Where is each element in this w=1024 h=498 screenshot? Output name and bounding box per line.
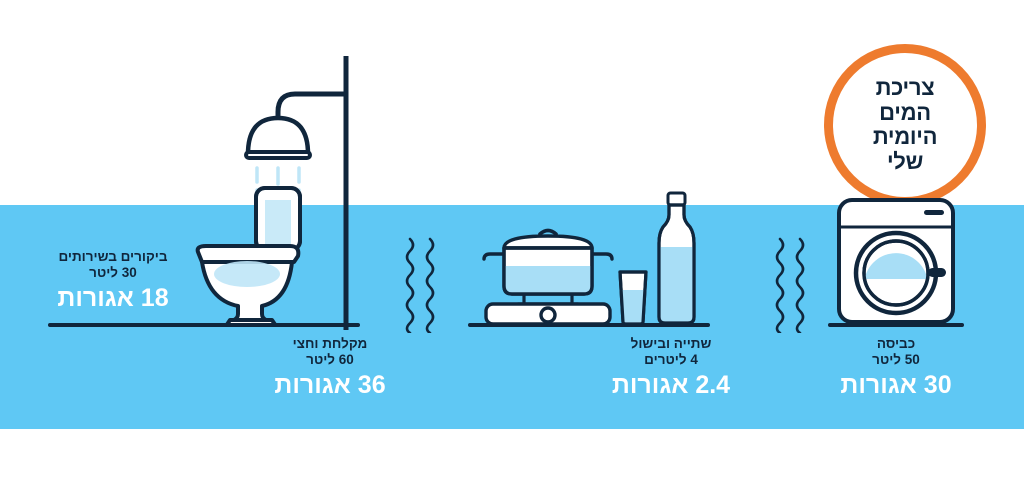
- label-shower-cost: 36 אגורות: [274, 371, 386, 400]
- toilet-shower-baseline: [48, 323, 360, 327]
- label-toilet: ביקורים בשירותים 30 ליטר 18 אגורות: [28, 249, 198, 313]
- washing-machine-icon: [837, 198, 955, 324]
- label-toilet-volume: 30 ליטר: [89, 264, 137, 280]
- page-title-line-2: המים: [879, 99, 931, 125]
- label-toilet-activity: ביקורים בשירותים: [58, 249, 168, 264]
- laundry-baseline: [828, 323, 964, 327]
- toilet-icon: [195, 186, 302, 326]
- wave-separator-left: [405, 237, 435, 333]
- label-shower-activity: מקלחת וחצי: [292, 336, 368, 351]
- label-drinking-cooking-volume: 4 ליטרים: [644, 351, 698, 367]
- label-laundry: כביסה 50 ליטר 30 אגורות: [836, 336, 956, 400]
- label-toilet-cost: 18 אגורות: [57, 284, 169, 313]
- cooking-baseline: [468, 323, 710, 327]
- page-title-line-1: צריכת: [875, 75, 935, 100]
- page-title: צריכת המים היומית שלי: [824, 75, 986, 175]
- water-bottle-icon: [657, 191, 696, 325]
- wave-separator-right: [775, 237, 805, 333]
- label-drinking-cooking-activity: שתייה ובישול: [630, 336, 712, 351]
- label-drinking-cooking: שתייה ובישול 4 ליטרים 2.4 אגורות: [606, 336, 736, 400]
- label-drinking-cooking-cost: 2.4 אגורות: [611, 371, 731, 400]
- label-shower: מקלחת וחצי 60 ליטר 36 אגורות: [268, 336, 392, 400]
- label-shower-volume: 60 ליטר: [306, 351, 354, 367]
- label-laundry-activity: כביסה: [876, 336, 916, 351]
- page-title-line-3: היומית: [872, 124, 938, 150]
- label-laundry-cost: 30 אגורות: [840, 371, 952, 400]
- page-title-line-4: שלי: [886, 148, 924, 174]
- drinking-glass-icon: [618, 270, 648, 326]
- label-laundry-volume: 50 ליטר: [872, 351, 920, 367]
- pot-stove-icon: [482, 228, 614, 326]
